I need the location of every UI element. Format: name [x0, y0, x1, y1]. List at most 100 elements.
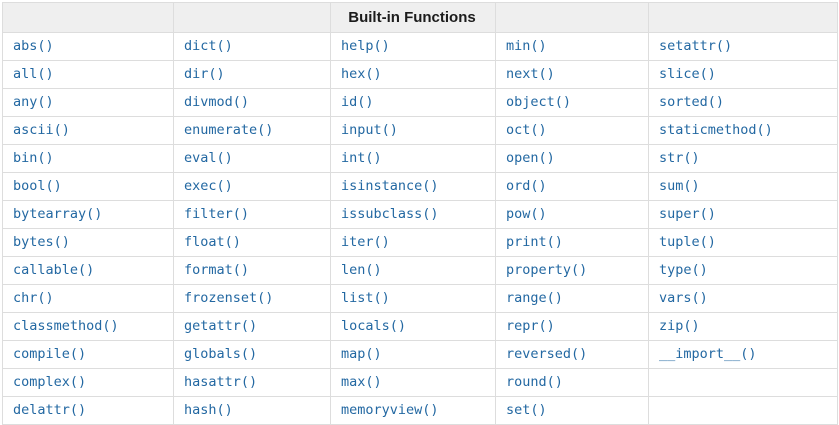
- function-cell: oct(): [495, 116, 649, 145]
- function-link-isinstance[interactable]: isinstance(): [341, 178, 439, 194]
- function-link-frozenset[interactable]: frozenset(): [184, 290, 274, 306]
- function-link-map[interactable]: map(): [341, 346, 382, 362]
- table-body: abs() dict() help() min() setattr() all() dir(…: [2, 32, 838, 425]
- function-link-bytearray[interactable]: bytearray(): [13, 206, 103, 222]
- function-link-bytes[interactable]: bytes(): [13, 234, 70, 250]
- function-cell: any(): [2, 88, 174, 117]
- function-link-int[interactable]: int(): [341, 150, 382, 166]
- function-link-pow[interactable]: pow(): [506, 206, 547, 222]
- function-link-set[interactable]: set(): [506, 402, 547, 418]
- function-cell: filter(): [173, 200, 331, 229]
- function-link-eval[interactable]: eval(): [184, 150, 233, 166]
- function-link-next[interactable]: next(): [506, 66, 555, 82]
- function-link-abs[interactable]: abs(): [13, 38, 54, 54]
- function-link-dir[interactable]: dir(): [184, 66, 225, 82]
- function-link-id[interactable]: id(): [341, 94, 374, 110]
- function-link-open[interactable]: open(): [506, 150, 555, 166]
- function-cell: memoryview(): [330, 396, 496, 425]
- function-link-tuple[interactable]: tuple(): [659, 234, 716, 250]
- function-link-__import__[interactable]: __import__(): [659, 346, 757, 362]
- function-link-getattr[interactable]: getattr(): [184, 318, 258, 334]
- function-cell: eval(): [173, 144, 331, 173]
- table-row: callable() format() len() property() type(): [2, 256, 838, 285]
- function-link-chr[interactable]: chr(): [13, 290, 54, 306]
- function-link-locals[interactable]: locals(): [341, 318, 407, 334]
- function-link-range[interactable]: range(): [506, 290, 563, 306]
- function-link-exec[interactable]: exec(): [184, 178, 233, 194]
- function-cell: callable(): [2, 256, 174, 285]
- function-link-format[interactable]: format(): [184, 262, 250, 278]
- function-link-ord[interactable]: ord(): [506, 178, 547, 194]
- function-cell: isinstance(): [330, 172, 496, 201]
- table-row: bytes() float() iter() print() tuple(): [2, 228, 838, 257]
- table-row: abs() dict() help() min() setattr(): [2, 32, 838, 61]
- function-link-staticmethod[interactable]: staticmethod(): [659, 122, 773, 138]
- function-link-super[interactable]: super(): [659, 206, 716, 222]
- function-link-print[interactable]: print(): [506, 234, 563, 250]
- function-cell: chr(): [2, 284, 174, 313]
- function-link-bool[interactable]: bool(): [13, 178, 62, 194]
- function-link-enumerate[interactable]: enumerate(): [184, 122, 274, 138]
- function-cell: setattr(): [648, 32, 838, 61]
- function-link-object[interactable]: object(): [506, 94, 572, 110]
- function-link-str[interactable]: str(): [659, 150, 700, 166]
- table-row: classmethod() getattr() locals() repr() zip(…: [2, 312, 838, 341]
- function-link-filter[interactable]: filter(): [184, 206, 250, 222]
- function-link-slice[interactable]: slice(): [659, 66, 716, 82]
- function-link-ascii[interactable]: ascii(): [13, 122, 70, 138]
- function-link-min[interactable]: min(): [506, 38, 547, 54]
- function-link-delattr[interactable]: delattr(): [13, 402, 87, 418]
- function-link-list[interactable]: list(): [341, 290, 390, 306]
- function-link-compile[interactable]: compile(): [13, 346, 87, 362]
- function-cell: hash(): [173, 396, 331, 425]
- function-link-divmod[interactable]: divmod(): [184, 94, 250, 110]
- function-link-input[interactable]: input(): [341, 122, 398, 138]
- function-link-classmethod[interactable]: classmethod(): [13, 318, 119, 334]
- table-header-row: Built-in Functions: [2, 2, 838, 33]
- function-link-reversed[interactable]: reversed(): [506, 346, 588, 362]
- function-cell: hasattr(): [173, 368, 331, 397]
- function-link-issubclass[interactable]: issubclass(): [341, 206, 439, 222]
- function-cell: slice(): [648, 60, 838, 89]
- table-title: Built-in Functions: [330, 2, 496, 33]
- function-cell: print(): [495, 228, 649, 257]
- function-cell: compile(): [2, 340, 174, 369]
- function-link-sorted[interactable]: sorted(): [659, 94, 725, 110]
- function-link-dict[interactable]: dict(): [184, 38, 233, 54]
- function-link-len[interactable]: len(): [341, 262, 382, 278]
- function-cell: reversed(): [495, 340, 649, 369]
- function-cell: repr(): [495, 312, 649, 341]
- function-link-any[interactable]: any(): [13, 94, 54, 110]
- function-link-float[interactable]: float(): [184, 234, 241, 250]
- function-link-repr[interactable]: repr(): [506, 318, 555, 334]
- function-link-complex[interactable]: complex(): [13, 374, 87, 390]
- function-link-iter[interactable]: iter(): [341, 234, 390, 250]
- function-cell: locals(): [330, 312, 496, 341]
- function-link-memoryview[interactable]: memoryview(): [341, 402, 439, 418]
- function-link-sum[interactable]: sum(): [659, 178, 700, 194]
- function-link-help[interactable]: help(): [341, 38, 390, 54]
- function-link-globals[interactable]: globals(): [184, 346, 258, 362]
- function-link-all[interactable]: all(): [13, 66, 54, 82]
- table-row: bool() exec() isinstance() ord() sum(): [2, 172, 838, 201]
- function-link-property[interactable]: property(): [506, 262, 588, 278]
- function-link-hash[interactable]: hash(): [184, 402, 233, 418]
- function-link-hasattr[interactable]: hasattr(): [184, 374, 258, 390]
- table-row: any() divmod() id() object() sorted(): [2, 88, 838, 117]
- function-link-zip[interactable]: zip(): [659, 318, 700, 334]
- table-row: bytearray() filter() issubclass() pow() supe…: [2, 200, 838, 229]
- function-link-hex[interactable]: hex(): [341, 66, 382, 82]
- table-row: bin() eval() int() open() str(): [2, 144, 838, 173]
- function-link-oct[interactable]: oct(): [506, 122, 547, 138]
- function-link-type[interactable]: type(): [659, 262, 708, 278]
- function-link-vars[interactable]: vars(): [659, 290, 708, 306]
- function-link-callable[interactable]: callable(): [13, 262, 95, 278]
- function-link-max[interactable]: max(): [341, 374, 382, 390]
- function-cell: abs(): [2, 32, 174, 61]
- function-link-setattr[interactable]: setattr(): [659, 38, 733, 54]
- function-link-round[interactable]: round(): [506, 374, 563, 390]
- function-cell: dict(): [173, 32, 331, 61]
- function-link-bin[interactable]: bin(): [13, 150, 54, 166]
- function-cell: type(): [648, 256, 838, 285]
